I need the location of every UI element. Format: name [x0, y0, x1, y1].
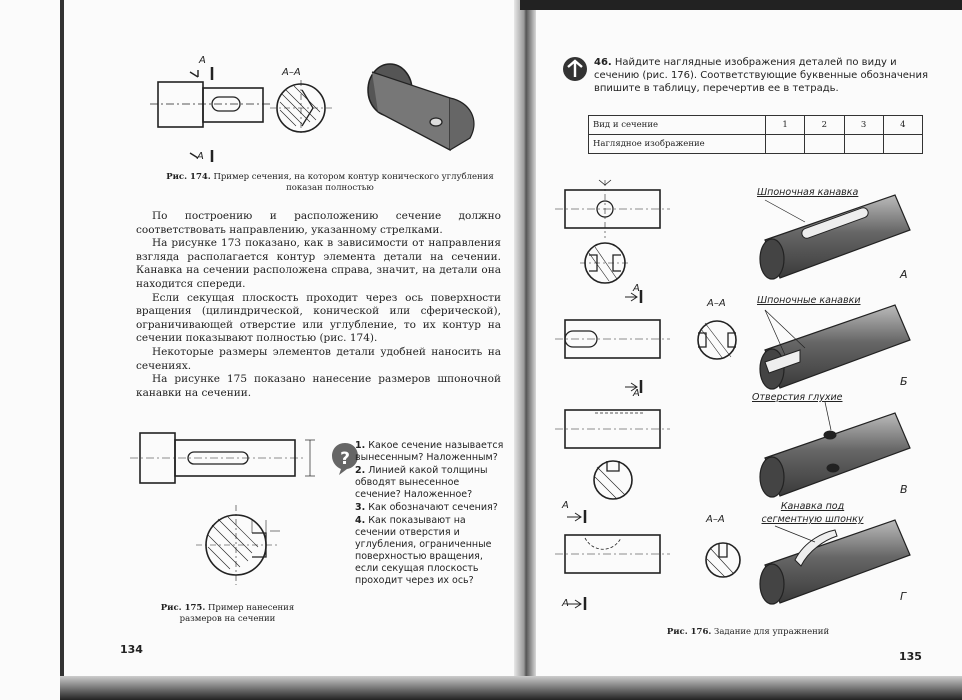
paragraph: Если секущая плоскость проходит через ос…	[136, 291, 501, 345]
page-number-right: 135	[899, 650, 922, 663]
question-item: 4. Как показывают на сечении отверстия и…	[355, 515, 492, 586]
fig175-caption-text: Пример нанесения размеров на сечении	[179, 603, 295, 624]
paragraph: Некоторые размеры элементов детали удобн…	[136, 345, 501, 372]
answer-table: Вид и сечение 1 2 3 4 Наглядное изображе…	[588, 115, 924, 154]
fig174-caption: Рис. 174. Пример сечения, на котором кон…	[165, 172, 495, 194]
table-row-label: Вид и сечение	[588, 115, 766, 135]
table-cell	[764, 134, 806, 154]
figure-176-views	[555, 179, 741, 610]
annotation-2: Шпоночные канавки	[757, 295, 861, 306]
table-col-header: 3	[843, 115, 884, 135]
annotation-3: Отверстия глухие	[752, 392, 843, 403]
question-item: 1. Какое сечение называется вынесенным? …	[355, 440, 504, 463]
fig174-label-a-bottom: A	[197, 151, 204, 162]
pictorial-letter-g: Г	[900, 590, 907, 603]
bottom-shadow	[60, 676, 962, 700]
top-shadow	[520, 0, 962, 10]
task-number: 46.	[594, 57, 612, 68]
figure-175-drawing	[130, 432, 315, 585]
fig175-caption: Рис. 175. Пример нанесения размеров на с…	[140, 603, 315, 625]
svg-text:?: ?	[340, 449, 350, 469]
table-col-header: 1	[764, 115, 806, 135]
fig176-caption: Рис. 176. Задание для упражнений	[648, 627, 848, 638]
paragraph: На рисунке 175 показано нанесение размер…	[136, 373, 501, 399]
view-label-a2-bottom: A	[562, 598, 569, 609]
question-item: 2. Линией какой толщины обводят вынесенн…	[355, 465, 488, 500]
book-gutter	[514, 0, 536, 700]
fig174-label-a-top: A	[199, 55, 206, 66]
fig174-caption-text: Пример сечения, на котором контур кониче…	[213, 172, 494, 193]
questions-list: 1. Какое сечение называется вынесенным? …	[355, 440, 505, 588]
task-description: Найдите наглядные изображения деталей по…	[594, 57, 928, 94]
annotation-1: Шпоночная канавка	[757, 187, 859, 198]
fig175-caption-num: Рис. 175.	[160, 603, 206, 613]
table-cell	[843, 134, 884, 154]
section-label-1: A–A	[707, 298, 726, 309]
page-number-left: 134	[120, 643, 143, 656]
task-text: 46. Найдите наглядные изображения детале…	[594, 56, 929, 95]
fig174-caption-num: Рис. 174.	[166, 172, 211, 182]
table-row-label: Наглядное изображение	[588, 134, 766, 154]
paragraph: По построению и расположению сечение дол…	[136, 210, 501, 236]
view-label-a-bottom: A	[633, 388, 640, 399]
pictorial-letter-b: Б	[900, 375, 908, 388]
task-icon	[563, 57, 587, 81]
section-label-2: A–A	[706, 514, 725, 525]
annotation-4: Канавка под сегментную шпонку	[761, 501, 864, 525]
question-icon: ?	[332, 443, 358, 475]
pictorial-letter-v: В	[900, 483, 908, 496]
figure-174-drawing	[150, 63, 475, 162]
table-col-header: 4	[882, 115, 924, 135]
fig176-caption-text: Задание для упражнений	[714, 627, 830, 637]
left-page-edge	[60, 0, 64, 700]
fig176-caption-num: Рис. 176.	[666, 627, 712, 637]
paragraph: На рисунке 173 показано, как в зависимос…	[136, 237, 501, 290]
figure-176-pictorials	[759, 194, 911, 605]
fig174-section-label: A–A	[282, 67, 301, 78]
table-col-header: 2	[804, 115, 845, 135]
view-label-a2-top: A	[562, 500, 569, 511]
view-label-a-top: A	[633, 283, 640, 294]
table-cell	[882, 134, 924, 154]
left-body-text: По построению и расположению сечение дол…	[136, 210, 501, 400]
table-cell	[804, 134, 845, 154]
pictorial-letter-a: A	[900, 268, 908, 281]
question-item: 3. Как обозначают сечения?	[355, 502, 498, 513]
